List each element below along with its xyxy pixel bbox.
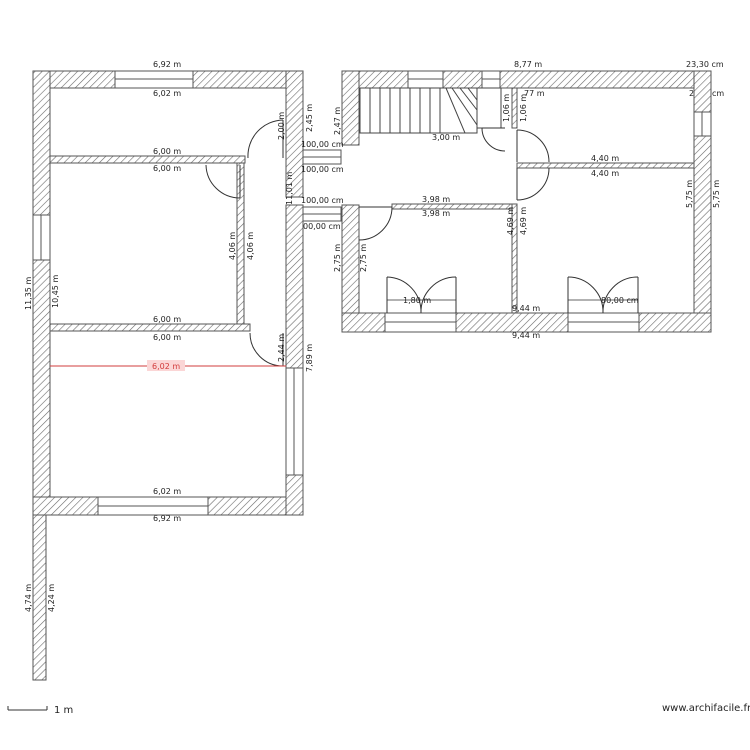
dim-right-4-69a: 4,69 m [506,207,515,235]
dim-corr-door-top: 2,00 m [277,112,286,140]
dimension-labels: 6,92 m 6,02 m 6,00 m 6,00 m 6,00 m 6,00 … [24,60,724,612]
door-right-4 [358,206,393,241]
dim-right-1-06a: 1,06 m [502,94,511,122]
dim-right-2-75b: 2,75 m [359,244,368,272]
door-right-2 [516,129,550,163]
dim-tail-a: 4,74 m [24,584,33,612]
dim-partition-a: 4,06 m [228,232,237,260]
dim-room2-bottom: 6,00 m [153,315,181,324]
tail-wall [32,514,47,681]
dim-right-5-75b: 5,75 m [712,180,721,208]
dim-left-bottom-outer: 6,92 m [153,514,181,523]
dim-corr-h1: 2,45 m [305,104,314,132]
dim-left-top-inner: 6,02 m [153,89,181,98]
partition-2 [49,323,251,332]
scale-label: 1 m [54,705,73,716]
dim-left-top-outer: 6,92 m [153,60,181,69]
partition-vertical [236,162,245,325]
dim-right-1-06b: 1,06 m [519,94,528,122]
dim-room3-top: 6,00 m [153,333,181,342]
door-right-3 [516,167,550,201]
dim-right-3-98a: 3,98 m [422,195,450,204]
dim-right-stair-h: 2,47 m [333,107,342,135]
partition-r-h1 [516,162,695,169]
dim-right-4-40b: 4,40 m [591,169,619,178]
wall-left-east-upper [285,70,304,198]
door-left-1 [247,119,284,159]
dim-link-bot-b: 00,00 cm [303,222,341,231]
wall-right-east [693,70,712,333]
dim-right-top-small3: 2 [689,89,694,98]
dim-room1-bottom: 6,00 m [153,147,181,156]
door-left-2 [205,164,241,199]
dim-link-bot-a: 100,00 cm [301,196,344,205]
dim-corr-h4: 7,89 m [305,344,314,372]
dim-room2-top: 6,00 m [153,164,181,173]
staircase [359,87,502,134]
dim-right-top: 8,77 m [514,60,542,69]
door-right-5 [386,276,457,314]
dim-right-9-44a: 9,44 m [512,304,540,313]
dim-corr-h3: 2,44 m [277,334,286,362]
partition-r-v1 [511,87,518,129]
partition-r-v2 [511,203,518,314]
dim-tail-b: 4,24 m [47,584,56,612]
dim-red-measure: 6,02 m [152,362,180,371]
partition-1 [49,155,246,164]
wall-right-west-upper [341,70,360,146]
dim-corr-h2: 11,01 m [285,172,294,205]
dim-right-3-98b: 3,98 m [422,209,450,218]
dim-link-top-a: 100,00 cm [301,140,344,149]
corridor-link [302,149,342,222]
wall-right-top [341,70,712,89]
watermark: www.archifacile.fr [662,703,750,714]
dim-left-bottom-inner: 6,02 m [153,487,181,496]
dim-right-9-44b: 9,44 m [512,331,540,340]
dim-right-top-small2: cm [712,89,724,98]
dim-right-77: 77 m [524,89,545,98]
left-building [32,70,304,516]
dim-left-inner-height: 10,45 m [51,275,60,308]
dim-right-2-75a: 2,75 m [333,244,342,272]
door-left-3 [249,332,284,367]
scale-bar: 1 m [7,705,73,716]
dim-right-5-75a: 5,75 m [685,180,694,208]
dim-partition-b: 4,06 m [246,232,255,260]
dim-right-4-40a: 4,40 m [591,154,619,163]
dim-right-80: 80,00 cm [601,296,639,305]
dim-right-top-small: 23,30 cm [686,60,724,69]
dim-right-stair-w: 3,00 m [432,133,460,142]
door-right-1 [481,127,506,152]
dim-link-top-b: 100,00 cm [301,165,344,174]
wall-left-west [32,70,51,516]
dim-left-outer-height: 11,35 m [24,277,33,310]
dim-right-4-69b: 4,69 m [519,207,528,235]
partition-r-h2 [391,203,513,210]
door-right-6 [567,276,639,314]
dim-right-1-80: 1,80 m [403,296,431,305]
right-building [341,70,712,333]
